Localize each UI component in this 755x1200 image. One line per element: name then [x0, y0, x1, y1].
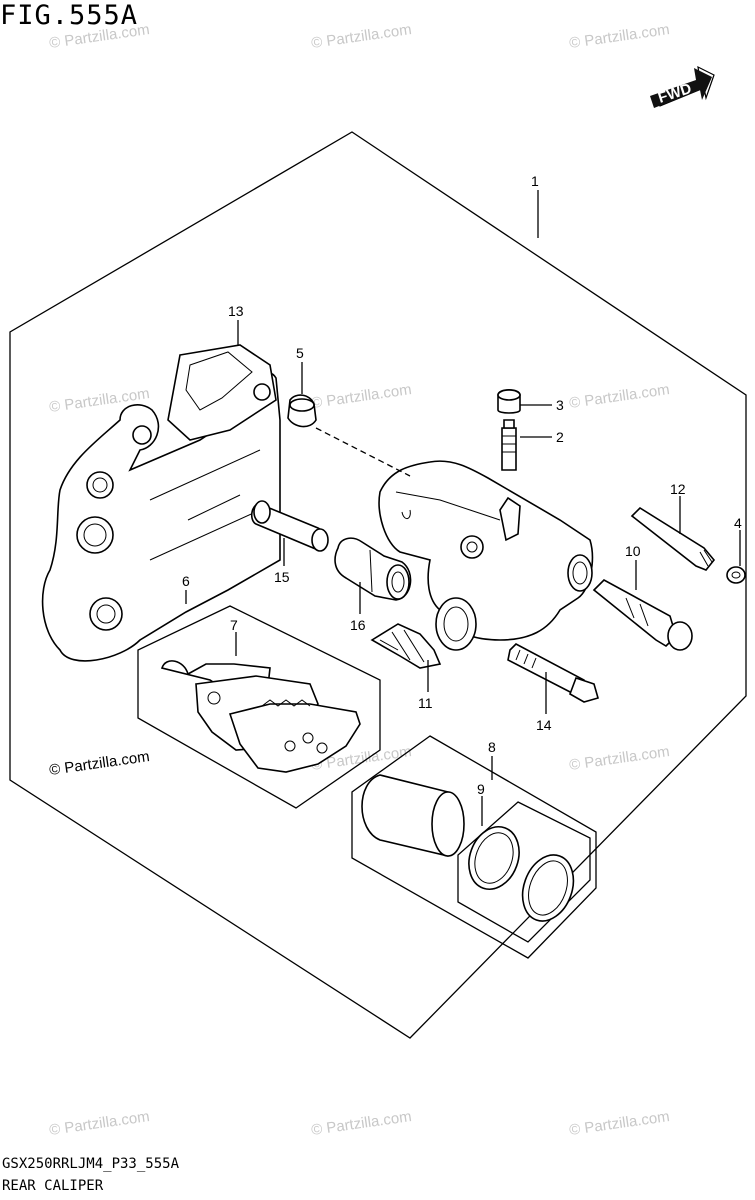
callout-11: 11 — [418, 695, 433, 711]
watermark-emphasized: © Partzilla.com — [48, 748, 150, 779]
leader-lines — [185, 190, 741, 826]
caliper-bracket — [41, 344, 281, 662]
pin-sleeve — [250, 500, 329, 552]
boot-small — [287, 394, 317, 428]
figure-description: REAR CALIPER — [2, 1178, 104, 1194]
watermark: © Partzilla.com — [568, 21, 670, 52]
nut — [726, 566, 746, 584]
watermark: © Partzilla.com — [568, 743, 670, 774]
callout-7: 7 — [230, 617, 238, 633]
watermark: © Partzilla.com — [310, 381, 412, 412]
slide-bolt — [630, 506, 716, 571]
mounting-bolt — [507, 643, 599, 703]
callout-8: 8 — [488, 739, 496, 755]
callout-1: 1 — [531, 173, 539, 189]
figure-title: FIG.555A — [0, 0, 139, 31]
callout-labels: 1 2 3 4 5 6 7 8 9 10 11 12 13 14 15 16 — [182, 173, 742, 797]
callout-15: 15 — [274, 569, 290, 585]
bleeder-cap — [497, 388, 521, 414]
caliper-bolt — [592, 579, 693, 651]
assembly-outline — [9, 131, 747, 1039]
watermark: © Partzilla.com — [568, 1108, 670, 1139]
watermark: © Partzilla.com — [568, 381, 670, 412]
fwd-arrow-badge: FWD — [650, 65, 715, 108]
watermark: © Partzilla.com — [48, 1108, 150, 1139]
callout-16: 16 — [350, 617, 366, 633]
watermark: © Partzilla.com — [310, 1108, 412, 1139]
callout-10: 10 — [625, 543, 641, 559]
pad-spring — [370, 623, 442, 669]
figure-code: GSX250RRLJM4_P33_555A — [2, 1156, 180, 1172]
caliper-body — [378, 460, 594, 651]
brake-pads — [160, 660, 361, 773]
piston-seal-set — [468, 826, 575, 922]
piston — [361, 774, 465, 857]
bleeder-valve — [501, 419, 517, 471]
callout-12: 12 — [670, 481, 686, 497]
seal-set-outline — [457, 801, 591, 943]
callout-3: 3 — [556, 397, 564, 413]
callout-14: 14 — [536, 717, 552, 733]
callout-6: 6 — [182, 573, 190, 589]
piston-kit-outline — [351, 735, 597, 959]
watermark: © Partzilla.com — [48, 21, 150, 52]
callout-2: 2 — [556, 429, 564, 445]
boot — [334, 537, 412, 601]
callout-4: 4 — [734, 515, 742, 531]
fwd-label: FWD — [656, 80, 694, 107]
callout-5: 5 — [296, 345, 304, 361]
callout-9: 9 — [477, 781, 485, 797]
pad-set-outline — [137, 605, 381, 809]
watermark: © Partzilla.com — [310, 21, 412, 52]
callout-13: 13 — [228, 303, 244, 319]
